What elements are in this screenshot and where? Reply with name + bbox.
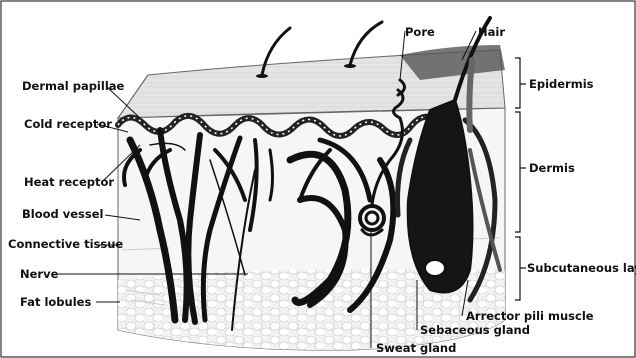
label-epidermis: Epidermis	[529, 77, 594, 91]
label-hair: Hair	[478, 25, 505, 39]
label-pore: Pore	[405, 25, 435, 39]
label-connective-tissue: Connective tissue	[8, 237, 123, 251]
label-fat-lobules: Fat lobules	[20, 295, 91, 309]
label-subcutaneous-layer: Subcutaneous layer	[527, 261, 636, 275]
label-dermis: Dermis	[529, 161, 575, 175]
label-sweat-gland: Sweat gland	[376, 341, 456, 355]
label-nerve: Nerve	[20, 267, 59, 281]
label-sebaceous-gland: Sebaceous gland	[420, 323, 530, 337]
label-heat-receptor: Heat receptor	[24, 175, 114, 189]
label-arrector-pili-muscle: Arrector pili muscle	[466, 309, 594, 323]
label-blood-vessel: Blood vessel	[22, 207, 103, 221]
label-dermal-papillae: Dermal papillae	[22, 79, 125, 93]
label-cold-receptor: Cold receptor	[24, 117, 112, 131]
